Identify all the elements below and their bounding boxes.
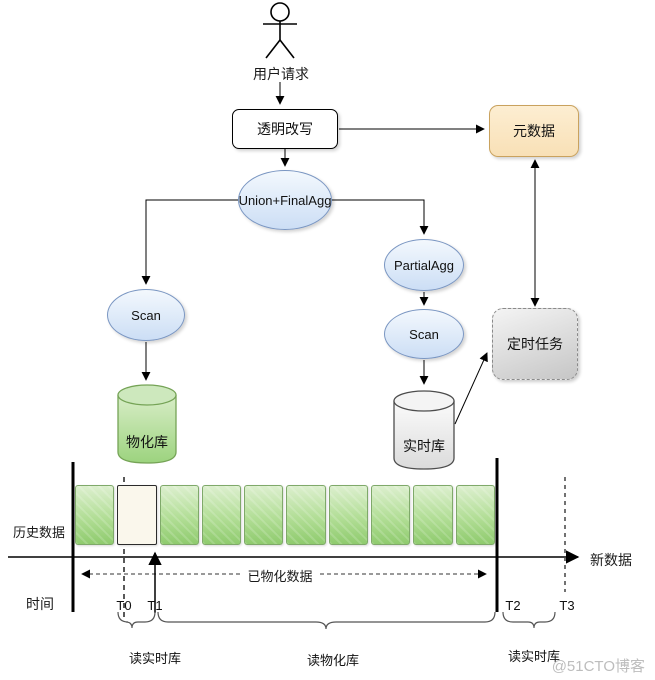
metadata-label: 元数据: [513, 123, 555, 139]
materialized-store-label: 物化库: [126, 434, 168, 450]
database-cylinder-icon: [393, 390, 455, 470]
realtime-store-label: 实时库: [403, 438, 445, 454]
database-cylinder-icon: [117, 384, 177, 464]
materialized-data-block: [244, 485, 284, 545]
scan-left-label: Scan: [131, 307, 161, 323]
partialagg-label: PartialAgg: [394, 257, 454, 273]
materialized-data-block: [159, 485, 199, 545]
materialized-range-label: 已物化数据: [242, 566, 318, 585]
segment-read-materialized: 读物化库: [306, 653, 360, 668]
segment-read-realtime-1: 读实时库: [128, 651, 182, 666]
materialized-store-node: 物化库: [117, 384, 177, 464]
scan-right-label: Scan: [409, 326, 439, 342]
materialized-data-block: [413, 485, 453, 545]
tick-t1: T1: [147, 598, 163, 613]
unmaterialized-gap-block: [117, 485, 157, 545]
materialized-data-block: [371, 485, 411, 545]
history-blocks: [75, 485, 495, 545]
tick-t3: T3: [559, 598, 575, 613]
transparent-rewrite-label: 透明改写: [257, 121, 313, 137]
scan-left-node: Scan: [107, 289, 185, 341]
actor-icon: [263, 2, 297, 59]
time-axis-label: 时间: [26, 596, 54, 612]
materialized-data-block: [286, 485, 326, 545]
union-finalagg-node: Union+FinalAgg: [238, 170, 332, 230]
scheduled-task-node: 定时任务: [492, 308, 578, 380]
transparent-rewrite-node: 透明改写: [232, 109, 338, 149]
materialized-data-block: [201, 485, 242, 545]
scan-right-node: Scan: [384, 309, 464, 359]
union-finalagg-label: Union+FinalAgg: [238, 192, 332, 208]
segment-read-realtime-2: 读实时库: [507, 649, 561, 664]
new-data-label: 新数据: [590, 552, 632, 568]
tick-t2: T2: [505, 598, 521, 613]
partialagg-node: PartialAgg: [384, 239, 464, 291]
materialized-data-block: [75, 485, 115, 545]
tick-t0: T0: [116, 598, 132, 613]
metadata-node: 元数据: [489, 105, 579, 157]
realtime-store-node: 实时库: [393, 390, 455, 470]
scheduled-task-label: 定时任务: [507, 336, 563, 352]
materialized-data-block: [328, 485, 369, 545]
watermark: @51CTO博客: [551, 658, 645, 675]
actor-label: 用户请求: [253, 66, 309, 82]
history-data-label: 历史数据: [13, 525, 66, 540]
materialized-data-block: [455, 485, 495, 545]
